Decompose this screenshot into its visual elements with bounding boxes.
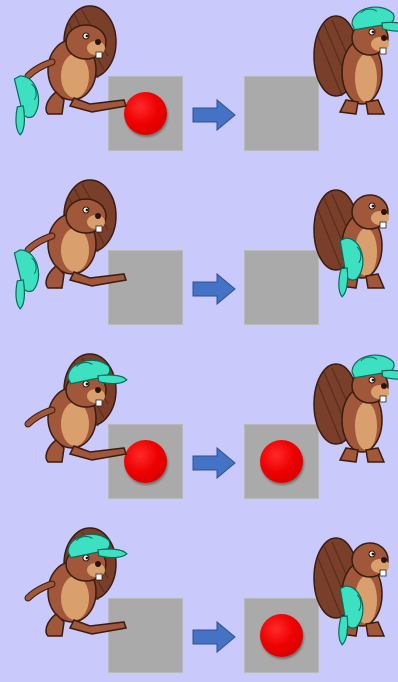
- red-ball-icon: [260, 614, 303, 657]
- after-box: [244, 250, 319, 325]
- beaver-icon: [313, 354, 398, 463]
- after-beaver: [310, 522, 398, 646]
- transition-row: [0, 522, 398, 682]
- transition-arrow: [192, 272, 236, 306]
- after-box: [244, 598, 319, 673]
- beaver-icon: [313, 6, 398, 115]
- after-beaver: [310, 348, 398, 468]
- transition-row: [0, 0, 398, 160]
- before-beaver: [12, 0, 127, 136]
- beaver-icon: [313, 189, 389, 298]
- cap-icon: [338, 585, 364, 646]
- red-ball-icon: [124, 92, 167, 135]
- after-beaver: [310, 0, 398, 120]
- transition-arrow: [192, 446, 236, 480]
- cap-icon: [67, 533, 128, 559]
- after-box: [244, 424, 319, 499]
- right-arrow-icon: [192, 446, 236, 480]
- before-box: [108, 424, 183, 499]
- right-arrow-icon: [192, 620, 236, 654]
- transition-arrow: [192, 98, 236, 132]
- beaver-icon: [13, 5, 127, 136]
- red-ball-icon: [260, 440, 303, 483]
- cap-icon: [351, 354, 398, 380]
- cap-icon: [13, 75, 40, 136]
- cap-icon: [338, 237, 364, 298]
- cap-icon: [13, 249, 40, 310]
- before-box: [108, 76, 183, 151]
- beaver-icon: [24, 527, 128, 637]
- beaver-icon: [13, 179, 127, 310]
- red-ball-icon: [124, 440, 167, 483]
- before-beaver: [12, 174, 127, 310]
- beaver-icon: [24, 353, 128, 463]
- right-arrow-icon: [192, 272, 236, 306]
- cap-icon: [351, 6, 398, 32]
- before-box: [108, 250, 183, 325]
- transition-row: [0, 174, 398, 334]
- beaver-icon: [313, 537, 389, 646]
- before-beaver: [12, 348, 128, 468]
- before-beaver: [12, 522, 128, 642]
- after-box: [244, 76, 319, 151]
- transition-row: [0, 348, 398, 508]
- cap-icon: [67, 359, 128, 385]
- after-beaver: [310, 174, 398, 298]
- transition-arrow: [192, 620, 236, 654]
- right-arrow-icon: [192, 98, 236, 132]
- before-box: [108, 598, 183, 673]
